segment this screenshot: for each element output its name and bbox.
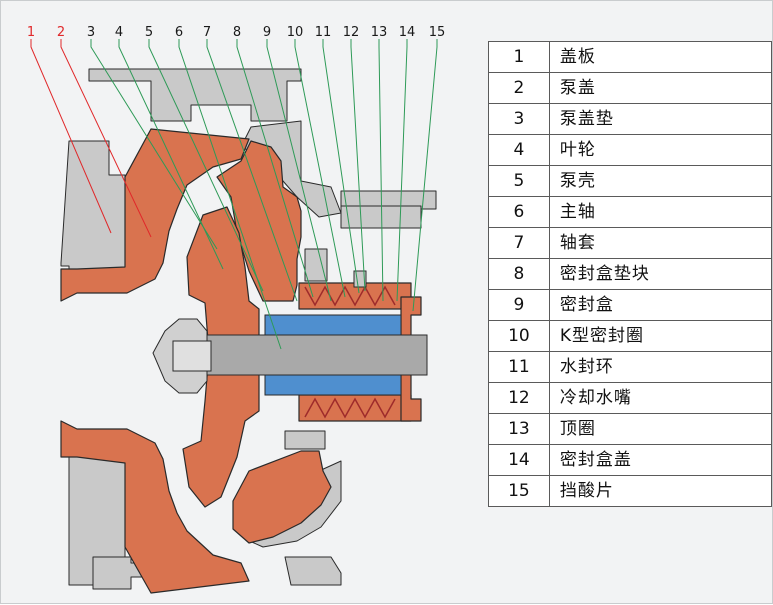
part-number: 15	[488, 475, 550, 507]
part-number: 14	[488, 444, 550, 476]
callout-5: 5	[145, 25, 153, 40]
frame-rail	[340, 205, 422, 229]
casing-lining	[232, 450, 332, 544]
part-name: 挡酸片	[548, 475, 773, 507]
part-number: 2	[488, 72, 550, 104]
part-name: 主轴	[548, 196, 773, 228]
callout-13: 13	[371, 25, 388, 40]
callout-11: 11	[315, 25, 332, 40]
shaft-sleeve	[264, 372, 402, 396]
part-name: 泵盖垫	[548, 103, 773, 135]
part-number: 9	[488, 289, 550, 321]
callout-10: 10	[287, 25, 304, 40]
cooling-water-nozzle	[353, 270, 367, 288]
callout-8: 8	[233, 25, 241, 40]
part-name: 密封盒	[548, 289, 773, 321]
part-number: 1	[488, 41, 550, 73]
main-shaft	[176, 334, 428, 376]
part-name: 水封环	[548, 351, 773, 383]
callout-7: 7	[203, 25, 211, 40]
part-name: 顶圈	[548, 413, 773, 445]
part-number: 4	[488, 134, 550, 166]
callout-2: 2	[57, 25, 65, 40]
callout-3: 3	[87, 25, 95, 40]
callout-4: 4	[115, 25, 123, 40]
shaft-end	[172, 340, 212, 372]
callout-9: 9	[263, 25, 271, 40]
part-name: 叶轮	[548, 134, 773, 166]
part-number: 12	[488, 382, 550, 414]
part-name: 密封盒盖	[548, 444, 773, 476]
part-name: 密封盒垫块	[548, 258, 773, 290]
part-number: 5	[488, 165, 550, 197]
bolt-head	[304, 248, 328, 282]
part-number: 7	[488, 227, 550, 259]
callout-1: 1	[27, 25, 35, 40]
k-seal-rings	[304, 285, 396, 419]
part-number: 13	[488, 413, 550, 445]
part-number: 8	[488, 258, 550, 290]
callout-6: 6	[175, 25, 183, 40]
part-name: 轴套	[548, 227, 773, 259]
part-name: 泵壳	[548, 165, 773, 197]
pump-cover-lining	[60, 420, 250, 594]
leader-lines	[30, 39, 438, 350]
casing-lining	[216, 140, 302, 302]
part-number: 6	[488, 196, 550, 228]
bolt-head	[284, 430, 326, 450]
callout-12: 12	[343, 25, 360, 40]
part-name: 冷却水嘴	[548, 382, 773, 414]
shaft-sleeve	[264, 314, 402, 338]
part-name: 泵盖	[548, 72, 773, 104]
part-number: 10	[488, 320, 550, 352]
callout-15: 15	[429, 25, 446, 40]
part-name: 盖板	[548, 41, 773, 73]
part-number: 3	[488, 103, 550, 135]
part-name: K型密封圈	[548, 320, 773, 352]
base-foot	[284, 556, 342, 586]
pump-cover-lining	[60, 128, 250, 302]
part-number: 11	[488, 351, 550, 383]
callout-14: 14	[399, 25, 416, 40]
